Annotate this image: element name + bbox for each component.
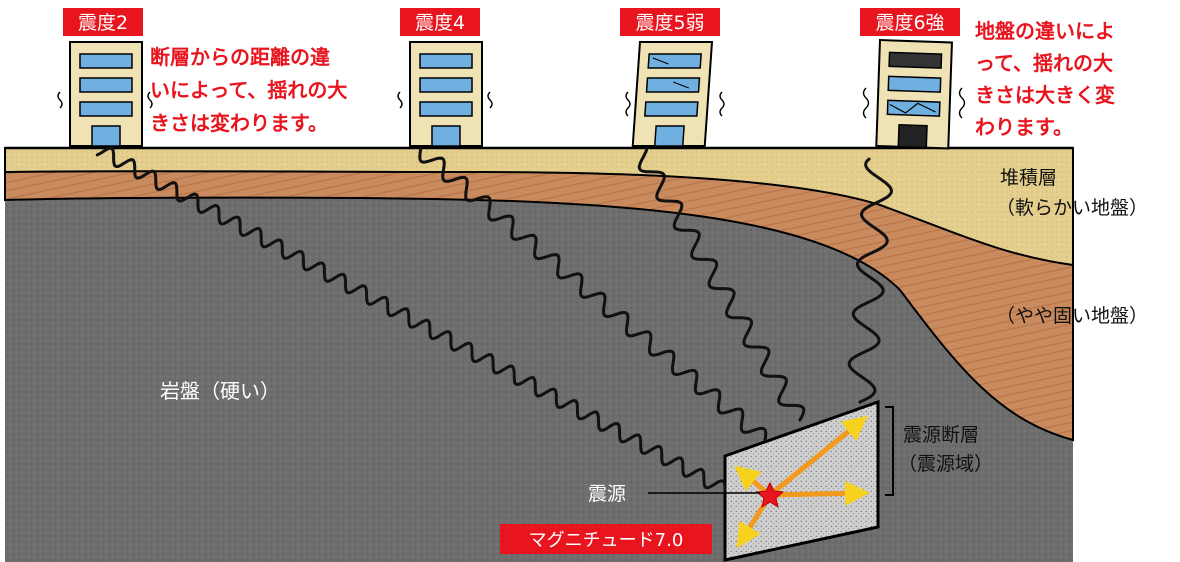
svg-text:断層からの距離の違: 断層からの距離の違 (150, 45, 330, 69)
wave-to-building-4 (847, 157, 894, 404)
fault-bracket (885, 406, 894, 496)
wave-to-building-1 (95, 146, 727, 492)
sediment-layer (4, 147, 1074, 267)
note-distance: 断層からの距離の違 いによって、揺れの大 きさは変わります。 (150, 45, 347, 135)
wave-to-building-2 (418, 147, 768, 442)
intensity-label-4: 震度6強 (860, 8, 960, 36)
svg-text:マグニチュード7.0: マグニチュード7.0 (529, 530, 684, 551)
magnitude-badge: マグニチュード7.0 (500, 524, 712, 554)
svg-text:震度5弱: 震度5弱 (635, 12, 704, 34)
arrow-icon (767, 415, 868, 498)
building-1 (69, 41, 143, 147)
hypocenter-label: 震源 (588, 483, 626, 505)
svg-text:震度6強: 震度6強 (875, 12, 944, 34)
svg-text:って、揺れの大: って、揺れの大 (975, 51, 1113, 75)
layer-label-semi-hard: （やや固い地盤） (996, 305, 1148, 327)
svg-text:わります。: わります。 (975, 115, 1073, 139)
layer-label-sediment-sub: （軟らかい地盤） (996, 197, 1148, 219)
building-4 (875, 38, 953, 150)
layer-label-sediment: 堆積層 (1000, 167, 1057, 189)
hypocenter-star-icon (755, 481, 785, 509)
intensity-label-2: 震度4 (400, 8, 480, 36)
note-ground: 地盤の違いによ って、揺れの大 きさは大きく変 わります。 (975, 19, 1115, 139)
building-2 (409, 41, 483, 147)
seismic-waves (95, 146, 894, 492)
wave-to-building-3 (637, 146, 806, 422)
svg-text:震度2: 震度2 (78, 12, 128, 34)
svg-text:いによって、揺れの大: いによって、揺れの大 (150, 78, 347, 102)
svg-text:震度4: 震度4 (415, 12, 465, 34)
bedrock-label: 岩盤（硬い） (160, 379, 280, 403)
fault-label: 震源断層 (903, 424, 979, 446)
svg-text:きさは変わります。: きさは変わります。 (150, 111, 328, 135)
building-3 (631, 41, 714, 147)
fault-label-sub: （震源域） (898, 453, 993, 475)
arrow-icon (767, 480, 870, 506)
intensity-label-3: 震度5弱 (620, 8, 720, 36)
svg-text:地盤の違いによ: 地盤の違いによ (975, 19, 1115, 43)
soft-ground-layer (4, 147, 1074, 442)
svg-text:きさは大きく変: きさは大きく変 (975, 83, 1115, 107)
shake-marks (57, 87, 966, 119)
intensity-label-1: 震度2 (63, 8, 143, 36)
ground-layers (4, 146, 1074, 562)
